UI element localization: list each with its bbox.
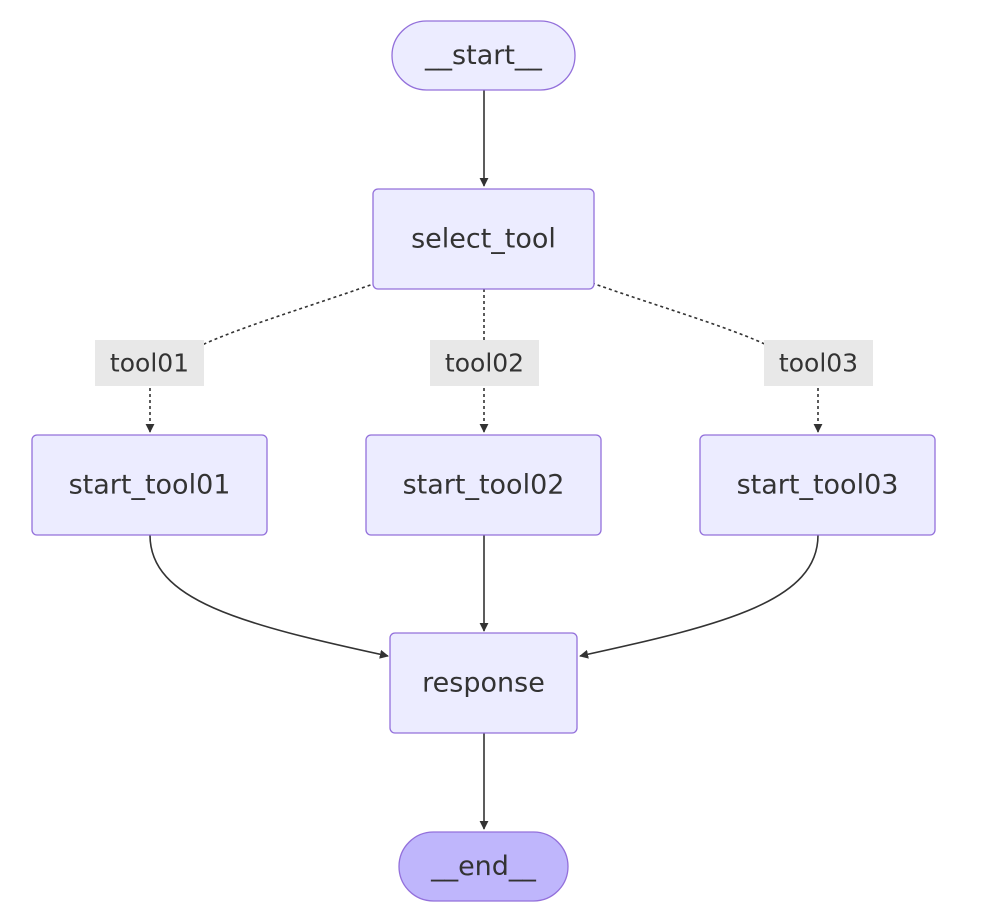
node-end-label: __end__ [430,851,536,882]
edge-select-tool-to-start-tool03 [591,282,787,357]
node-end[interactable]: __end__ [398,831,569,902]
node-start-tool01-label: start_tool01 [69,470,231,501]
node-start-label: __start__ [424,40,542,71]
node-select-tool[interactable]: select_tool [372,188,595,290]
node-response-label: response [422,668,545,699]
node-response[interactable]: response [389,632,578,734]
edge-start-tool03-to-response [579,534,819,659]
edge-label-tool01: tool01 [95,340,204,386]
edge-label-tool01-text: tool01 [110,349,189,378]
edge-label-tool03-text: tool03 [779,349,858,378]
edge-select-tool-to-start-tool01 [181,282,377,357]
node-start-tool02-label: start_tool02 [403,470,565,501]
edge-start-tool01-to-response [149,534,389,659]
node-start-tool03[interactable]: start_tool03 [699,434,936,536]
edge-label-tool02-text: tool02 [445,349,524,378]
edge-label-tool02: tool02 [430,340,539,386]
node-start-tool03-label: start_tool03 [737,470,899,501]
node-select-tool-label: select_tool [411,224,556,255]
node-start[interactable]: __start__ [391,20,576,91]
edge-label-tool03: tool03 [764,340,873,386]
node-start-tool02[interactable]: start_tool02 [365,434,602,536]
node-start-tool01[interactable]: start_tool01 [31,434,268,536]
